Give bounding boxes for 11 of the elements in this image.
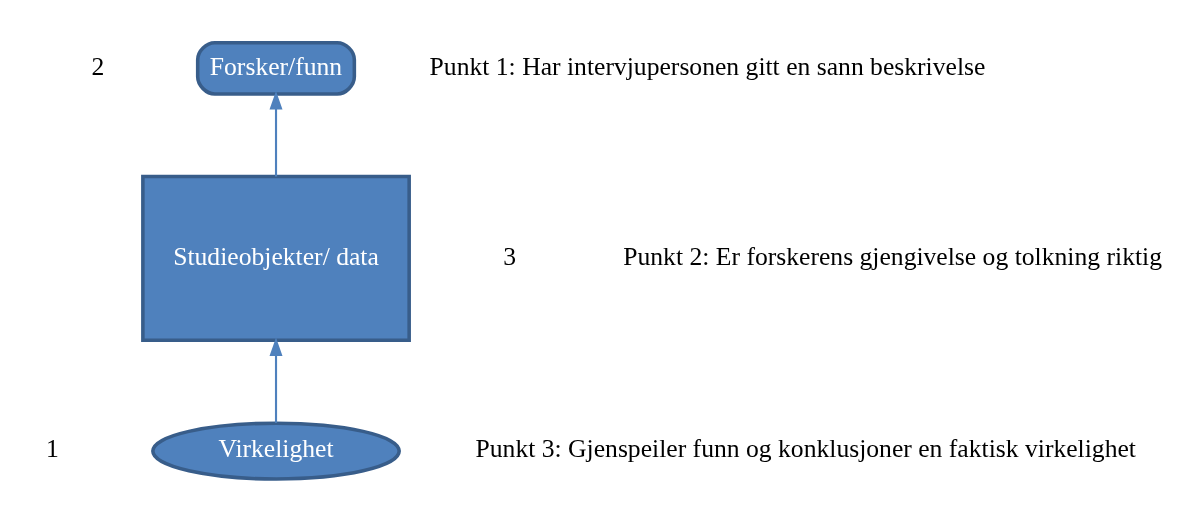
arrow	[269, 90, 283, 176]
label: 2	[91, 51, 105, 81]
node-ellipse: Virkelighet	[151, 420, 401, 481]
node-box: Studieobjekter/ data	[141, 174, 411, 342]
arrow	[269, 337, 283, 423]
label: Punkt 1: Har intervjupersonen gitt en sann beskrivelse	[429, 51, 986, 81]
node-box: Forsker/funn	[195, 40, 357, 96]
label: Punkt 3: Gjenspeiler funn og konklusjoner en faktisk virkelighet	[475, 433, 1136, 463]
label: 3	[503, 241, 516, 271]
label: Punkt 2: Er forskerens gjengivelse og tolkning riktig	[623, 241, 1163, 271]
label: 1	[46, 433, 59, 463]
